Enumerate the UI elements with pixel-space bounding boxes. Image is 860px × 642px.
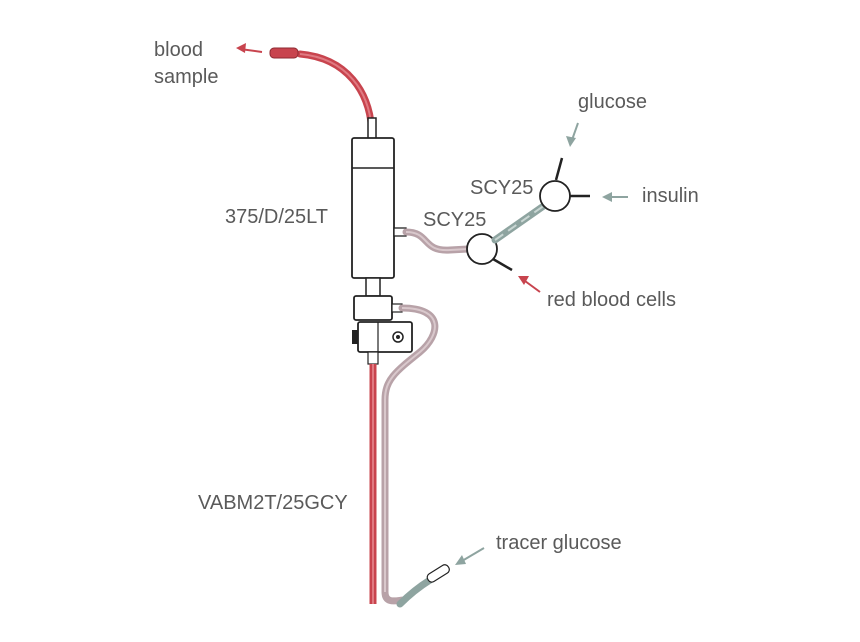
connector-upper-circle (539, 180, 571, 212)
clamp-knob (352, 330, 358, 344)
connector-lower-circle (466, 233, 498, 265)
blood-sample-arrowhead (236, 43, 246, 53)
blood-sample-tip (269, 47, 299, 59)
red-blood-cells-label: red blood cells (547, 289, 676, 311)
glucose-arrow (571, 122, 579, 141)
tracer-glucose-arrow (461, 547, 485, 562)
catheter-lower-block (353, 295, 393, 321)
infusion-line-lower-inner (384, 307, 436, 592)
connector-upper-label: SCY25 (470, 177, 534, 199)
glucose-line-inner (494, 204, 546, 241)
infusion-line-upper (402, 228, 472, 254)
blood-sample-label-line1: blood (154, 39, 203, 61)
catheter-neck (365, 277, 381, 297)
top-nub (367, 117, 377, 141)
catheter-clamp (357, 321, 413, 353)
clamp-screw-center (396, 335, 400, 339)
glucose-label: glucose (578, 91, 647, 113)
glucose-arrowhead (566, 136, 576, 147)
tracer-glucose-tip (426, 564, 450, 583)
tracer-glucose-line (396, 576, 434, 608)
insulin-arrowhead (602, 192, 612, 202)
blood-sample-label-line2: sample (154, 66, 219, 88)
catheter-bottom-stem (367, 351, 379, 365)
connector-lower-stub (492, 257, 513, 272)
infusion-line-upper-inner (405, 231, 469, 252)
blood-sample-tube (296, 50, 376, 142)
red-blood-cells-arrow (524, 280, 541, 293)
catheter-bottom-label: VABM2T/25GCY (198, 492, 348, 514)
tracer-glucose-label: tracer glucose (496, 532, 622, 554)
connector-lower-label: SCY25 (423, 209, 487, 231)
catheter-top-body (351, 137, 395, 279)
catheter-top-label: 375/D/25LT (225, 206, 329, 228)
red-blood-cells-arrowhead (518, 276, 529, 285)
connector-upper-stub-top (554, 157, 564, 181)
insulin-label: insulin (642, 185, 699, 207)
tracer-glucose-arrowhead (455, 555, 466, 565)
